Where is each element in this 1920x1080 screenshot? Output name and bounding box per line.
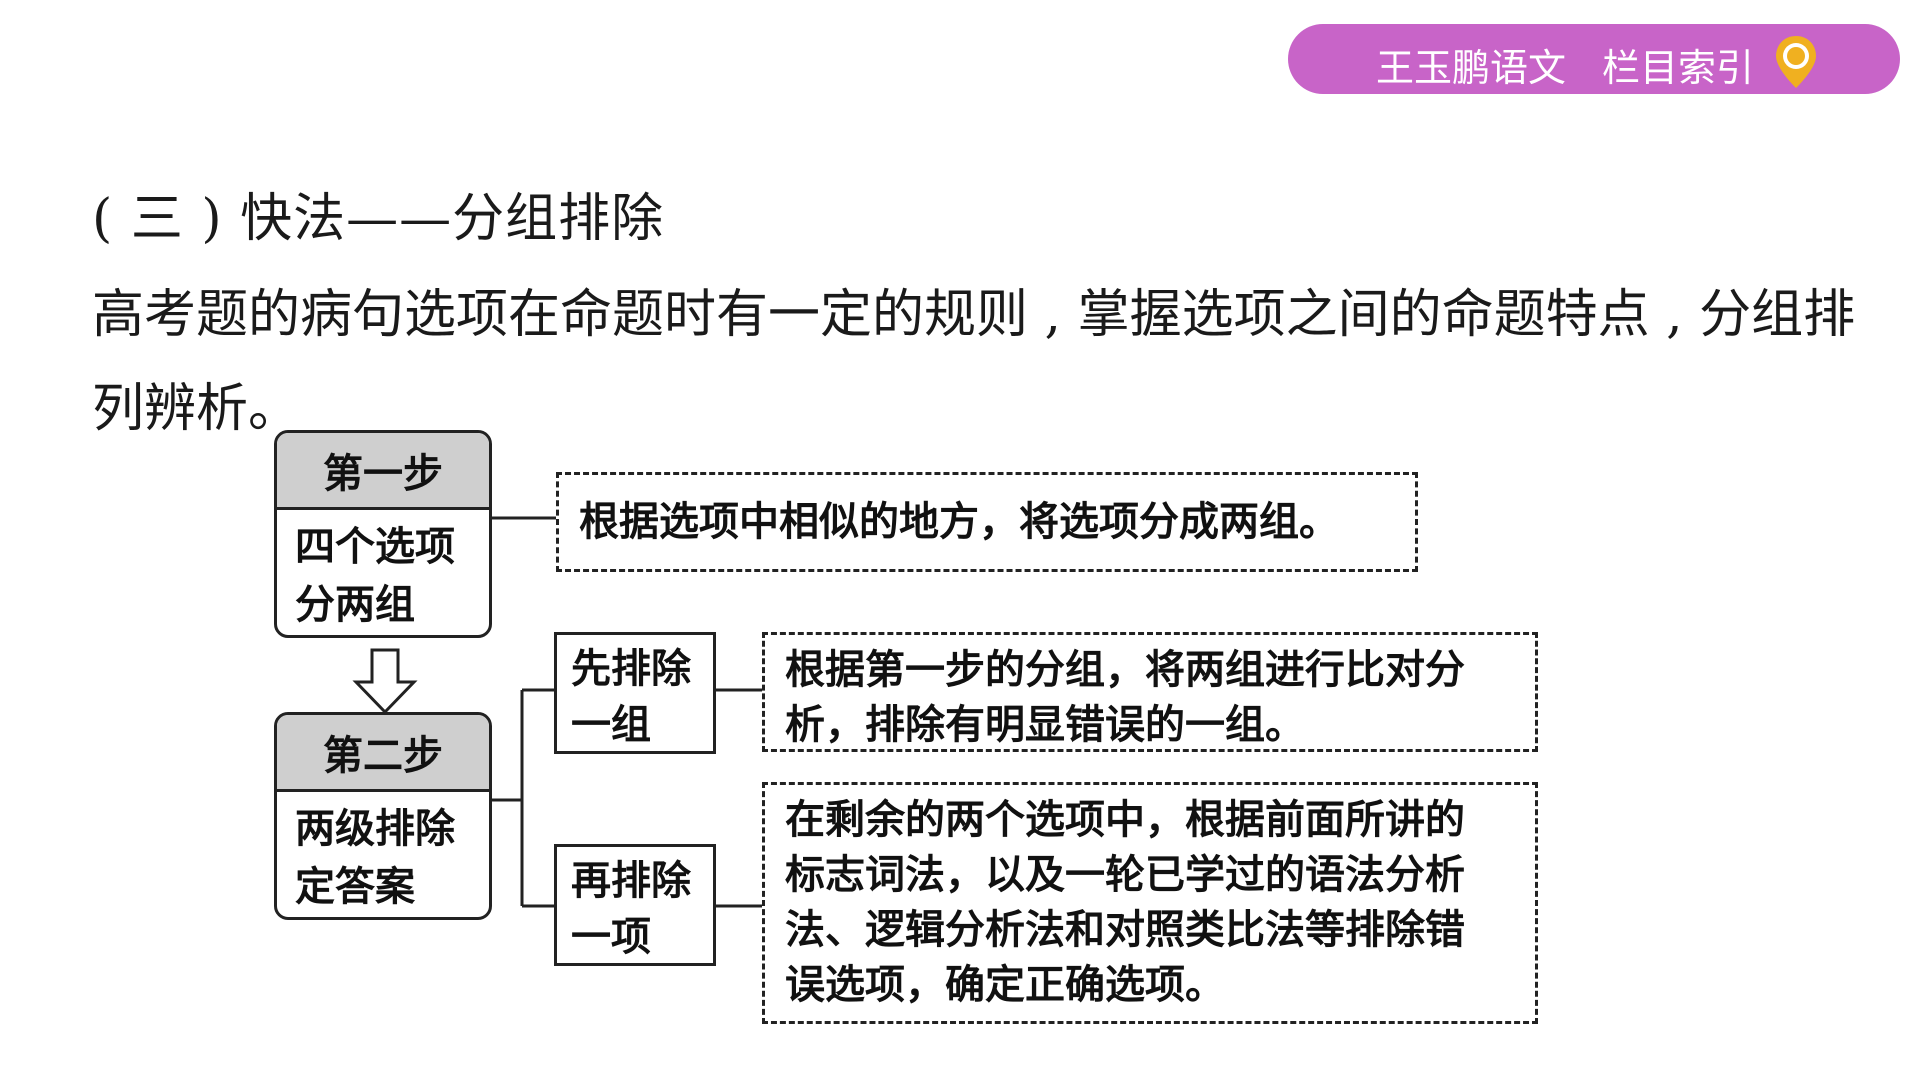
sub2-note-line-4: 误选项，确定正确选项。 — [785, 962, 1225, 1008]
sub1-box: 先排除 一组 — [554, 632, 716, 754]
down-arrow-icon — [352, 648, 418, 715]
sub2-note-line-2: 标志词法，以及一轮已学过的语法分析 — [785, 852, 1465, 898]
sub1-note-line-2: 析，排除有明显错误的一组。 — [785, 702, 1305, 748]
step1-note-text: 根据选项中相似的地方，将选项分成两组。 — [579, 499, 1339, 545]
sub1-line-1: 先排除 — [571, 646, 691, 692]
step2-box: 第二步 两级排除 定答案 — [274, 712, 492, 920]
intro-paragraph: 高考题的病句选项在命题时有一定的规则 , 掌握选项之间的命题特点 , 分组排 列… — [92, 268, 1872, 456]
step2-body: 两级排除 定答案 — [277, 792, 489, 916]
sub1-line-2: 一组 — [571, 702, 651, 748]
sub2-note-line-3: 法、逻辑分析法和对照类比法等排除错 — [785, 907, 1465, 953]
sub2-line-1: 再排除 — [571, 858, 691, 904]
intro-line-2: 列辨析。 — [92, 379, 301, 439]
intro-line-1: 高考题的病句选项在命题时有一定的规则 , 掌握选项之间的命题特点 , 分组排 — [92, 285, 1856, 345]
step2-body-line-2: 定答案 — [295, 864, 415, 910]
step1-box: 第一步 四个选项 分两组 — [274, 430, 492, 638]
step1-note: 根据选项中相似的地方，将选项分成两组。 — [556, 472, 1418, 572]
section-heading: ( 三 ) 快法——分组排除 — [92, 189, 665, 249]
step1-body-line-1: 四个选项 — [295, 524, 455, 570]
step2-title: 第二步 — [277, 715, 489, 792]
sub2-note-line-1: 在剩余的两个选项中，根据前面所讲的 — [785, 797, 1465, 843]
sub2-line-2: 一项 — [571, 914, 651, 960]
location-pin-icon[interactable] — [1772, 34, 1820, 90]
step1-body-line-2: 分两组 — [295, 582, 415, 628]
sub1-note: 根据第一步的分组，将两组进行比对分 析，排除有明显错误的一组。 — [762, 632, 1538, 752]
step2-body-line-1: 两级排除 — [295, 806, 455, 852]
sub2-box: 再排除 一项 — [554, 844, 716, 966]
brand-label: 王玉鹏语文 — [1376, 46, 1567, 90]
nav-pill: 王玉鹏语文 栏目索引 — [1288, 24, 1900, 94]
step1-title: 第一步 — [277, 433, 489, 510]
sub1-note-line-1: 根据第一步的分组，将两组进行比对分 — [785, 647, 1465, 693]
step1-body: 四个选项 分两组 — [277, 510, 489, 634]
sub2-note: 在剩余的两个选项中，根据前面所讲的 标志词法，以及一轮已学过的语法分析 法、逻辑… — [762, 782, 1538, 1024]
index-link[interactable]: 栏目索引 — [1602, 46, 1755, 90]
